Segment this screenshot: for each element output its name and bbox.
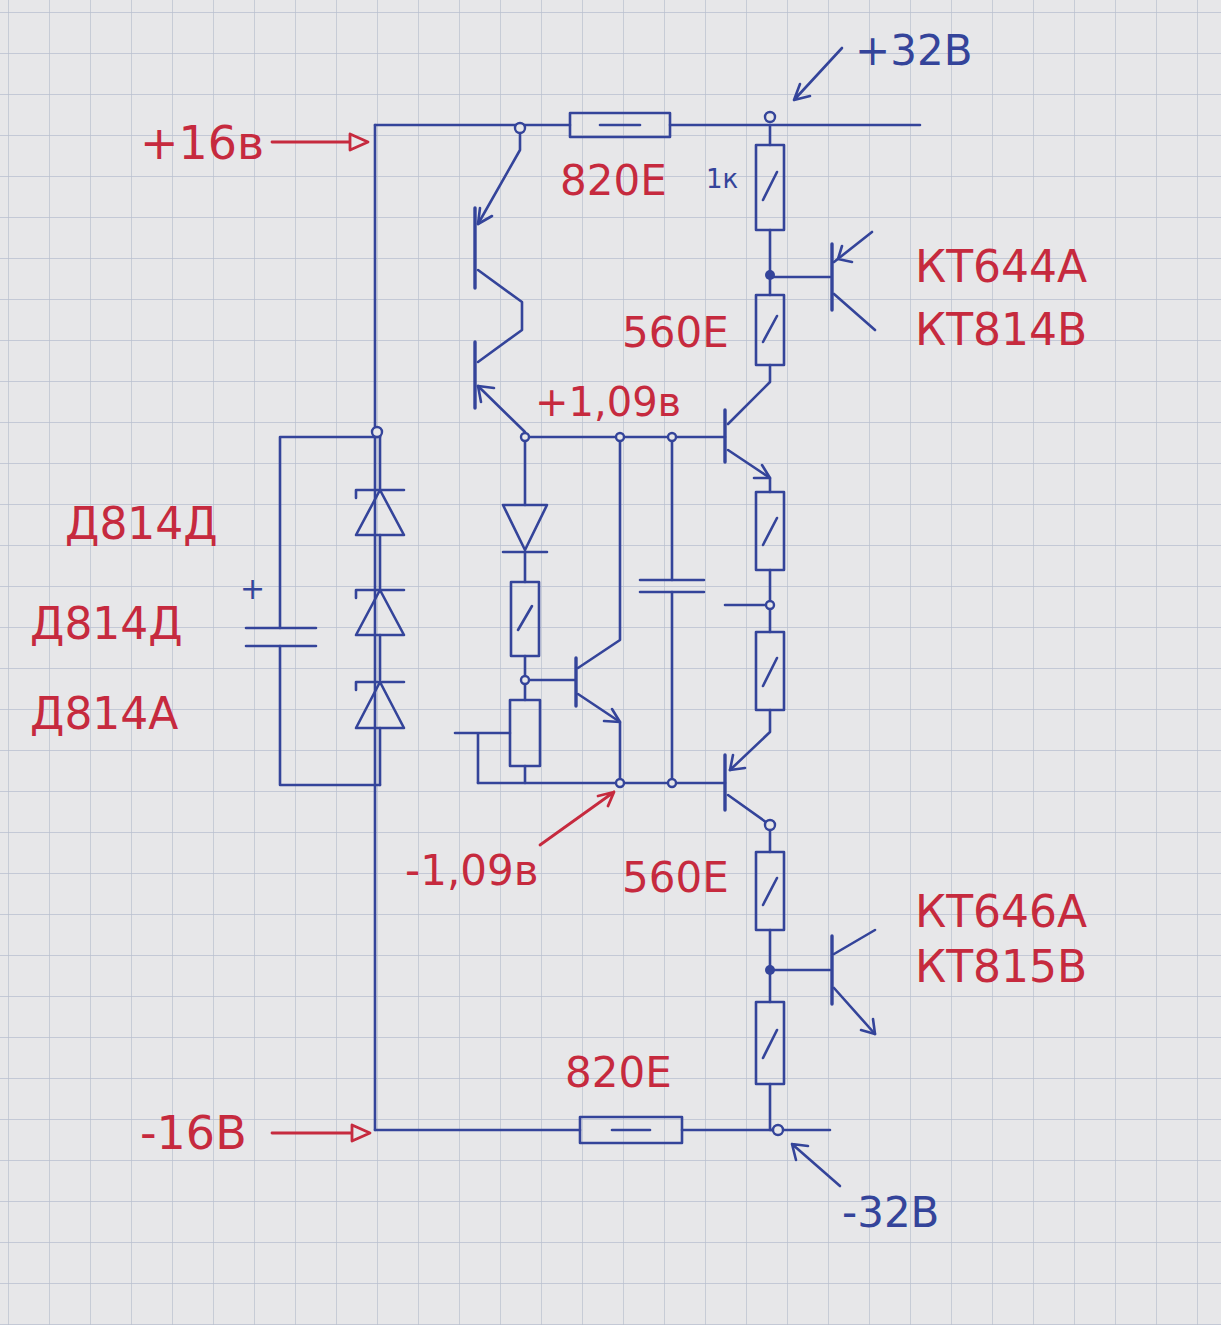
circuit-label: 1к <box>706 166 738 192</box>
circuit-label: 560Е <box>622 857 729 899</box>
circuit-label: Д814Д <box>65 502 218 546</box>
emitter-arrow <box>730 755 745 770</box>
resistor-symbol <box>756 295 784 365</box>
circuit-label: КТ644А <box>915 245 1087 289</box>
circuit-label: 560Е <box>622 312 729 354</box>
circuit-label: -1,09в <box>405 850 538 892</box>
resistor-mark <box>612 1129 650 1132</box>
circuit-label: КТ815В <box>915 945 1087 989</box>
resistor-symbol <box>756 145 784 230</box>
resistor-mark <box>518 606 532 630</box>
resistor-symbol <box>570 113 670 137</box>
resistor-mark <box>763 172 777 200</box>
circuit-label: Д814Д <box>30 602 183 646</box>
resistor-mark <box>763 658 777 686</box>
circuit-label: КТ646А <box>915 890 1087 934</box>
resistor-mark <box>763 1030 777 1058</box>
capacitor-symbol <box>246 628 316 646</box>
resistor-symbol <box>756 632 784 710</box>
capacitor-symbol <box>640 580 704 592</box>
red-arrows <box>272 134 614 1141</box>
diode-symbol <box>503 505 547 552</box>
emitter-arrow <box>838 246 852 262</box>
circuit-label: -16В <box>140 1110 247 1156</box>
circuit-label: +32В <box>855 30 972 72</box>
resistor-mark <box>763 518 777 545</box>
circuit-label: 820Е <box>560 160 667 202</box>
circuit-label: -32В <box>842 1192 939 1234</box>
trimmer-resistor <box>510 700 540 766</box>
zener-diode <box>356 490 404 728</box>
emitter-arrow <box>861 1019 875 1034</box>
circuit-label: +16в <box>140 120 264 166</box>
pointer-arrow <box>794 48 842 100</box>
resistor-mark <box>600 124 640 127</box>
circuit-label: КТ814В <box>915 308 1087 352</box>
emitter-arrow <box>478 208 492 224</box>
resistor-symbol <box>511 582 539 656</box>
resistor-symbol <box>756 852 784 930</box>
pointer-arrow <box>792 1144 840 1186</box>
emitter-arrow <box>754 465 770 478</box>
resistor-symbol <box>756 1002 784 1084</box>
junction-dots <box>372 112 783 1135</box>
resistor-symbol <box>756 492 784 570</box>
junction-dots <box>765 270 775 975</box>
emitter-arrow <box>604 709 620 722</box>
pointer-arrow <box>272 1125 370 1141</box>
pointer-arrow <box>272 134 368 150</box>
pointer-arrow <box>540 792 614 845</box>
wires <box>246 48 920 1186</box>
circuit-label: Д814А <box>30 692 178 736</box>
resistor-mark <box>763 316 777 342</box>
resistor-mark <box>763 878 777 905</box>
resistor-symbol <box>580 1117 682 1143</box>
circuit-label: 820Е <box>565 1052 672 1094</box>
circuit-label: + <box>240 574 265 604</box>
emitter-arrow <box>478 386 494 402</box>
circuit-label: +1,09в <box>535 382 681 422</box>
